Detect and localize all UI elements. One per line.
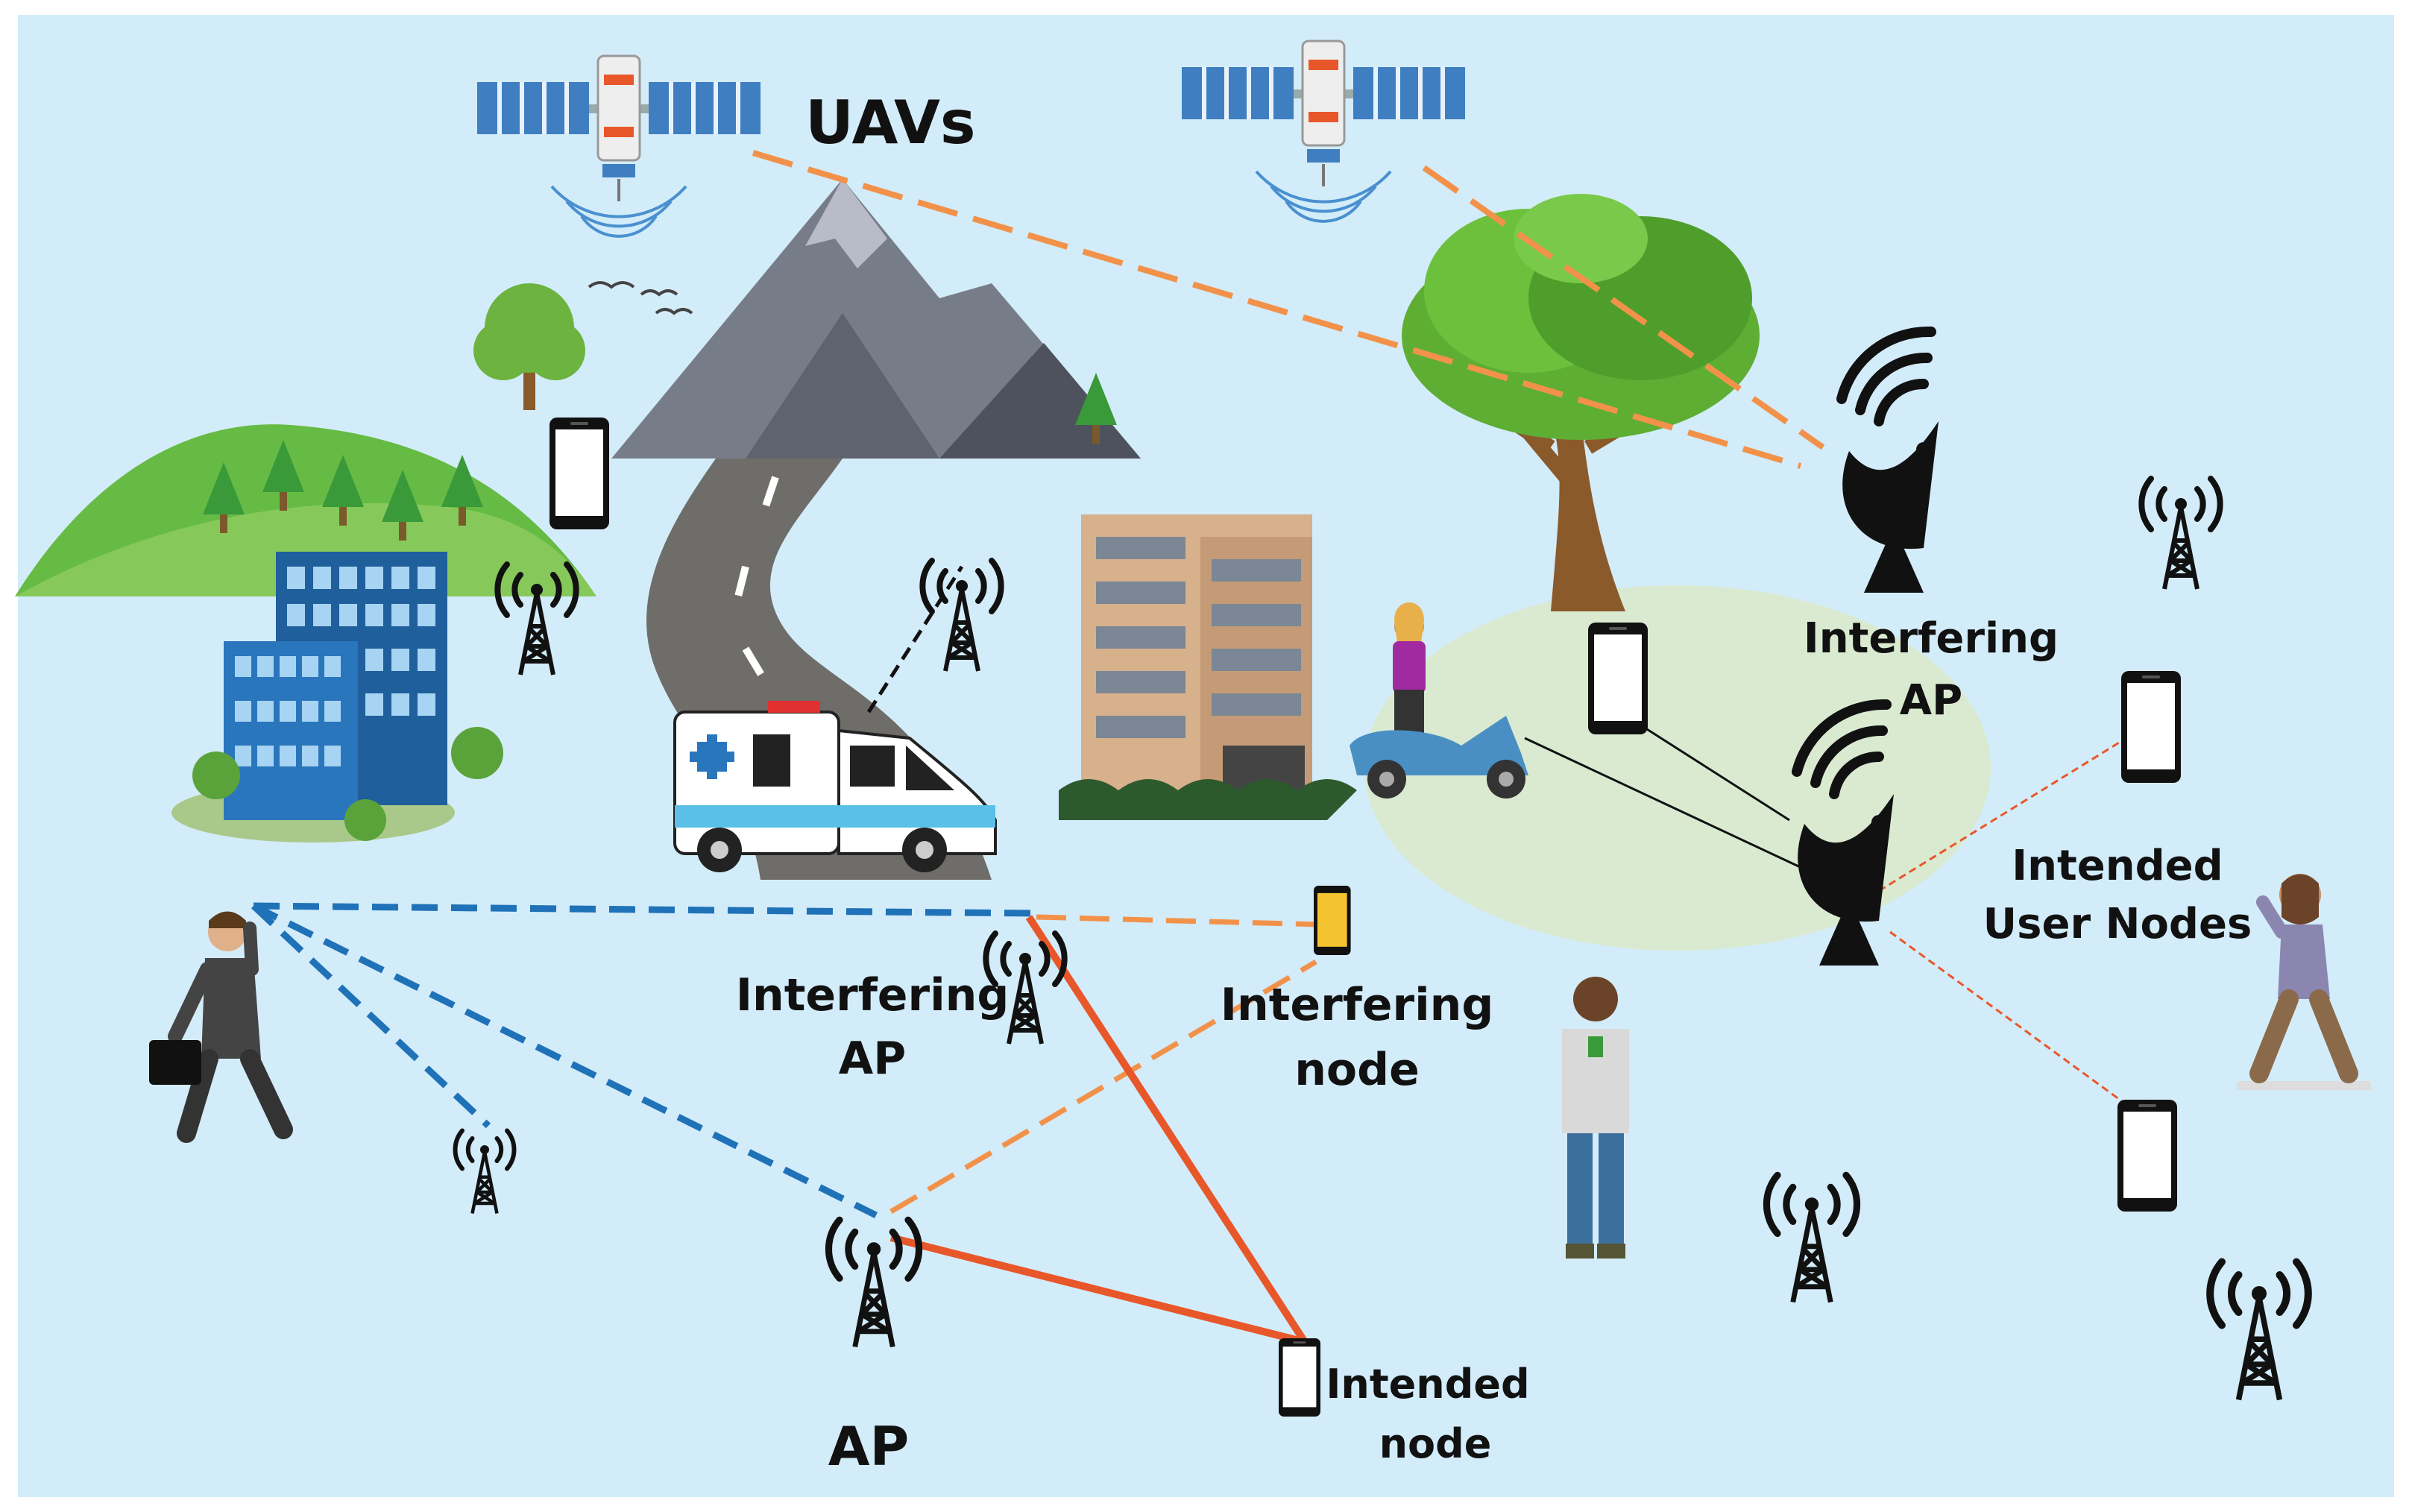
orange-interference-links	[889, 914, 1320, 1215]
label-interfering-ap-right-line1: Interfering	[1804, 614, 2059, 663]
label-intended-user-nodes-line2: User Nodes	[1983, 900, 2252, 948]
label-intended-node-line1: Intended	[1326, 1361, 1529, 1408]
phone-interfering-node	[1314, 886, 1351, 955]
woman-on-scooter	[1350, 602, 1528, 798]
apartment-building	[1059, 514, 1357, 820]
green-hills	[15, 424, 596, 596]
red-solid-links	[889, 915, 1309, 1346]
red-thin-dashed-links	[1878, 733, 2133, 1105]
ambulance-tower-link	[866, 565, 964, 714]
phone-under-tree	[1588, 623, 1648, 734]
man-with-phone	[1562, 977, 1629, 1259]
mountains	[588, 179, 1141, 459]
ambulance	[673, 701, 997, 872]
businessman	[149, 911, 293, 1143]
label-interfering-ap-center-line2: AP	[839, 1033, 906, 1085]
label-interfering-ap-right-line2: AP	[1900, 676, 1962, 725]
office-building	[171, 552, 503, 842]
big-tree	[1402, 194, 1760, 611]
phone-right-upper	[2121, 671, 2181, 783]
phone-top-left	[549, 418, 609, 529]
man-walking	[2237, 874, 2371, 1090]
label-intended-node-line2: node	[1379, 1420, 1492, 1467]
label-interfering-node-line2: node	[1294, 1044, 1420, 1096]
label-interfering-node-line1: Interfering	[1221, 979, 1494, 1031]
label-uavs: UAVs	[805, 88, 976, 157]
phone-intended-node	[1279, 1338, 1320, 1417]
phone-right-lower	[2117, 1100, 2177, 1212]
label-ap: AP	[828, 1415, 910, 1478]
blue-dashed-links	[251, 902, 1037, 1219]
label-intended-user-nodes-line1: Intended	[2012, 842, 2223, 890]
orange-uav-links	[752, 150, 1825, 469]
label-interfering-ap-center-line1: Interfering	[736, 969, 1010, 1021]
